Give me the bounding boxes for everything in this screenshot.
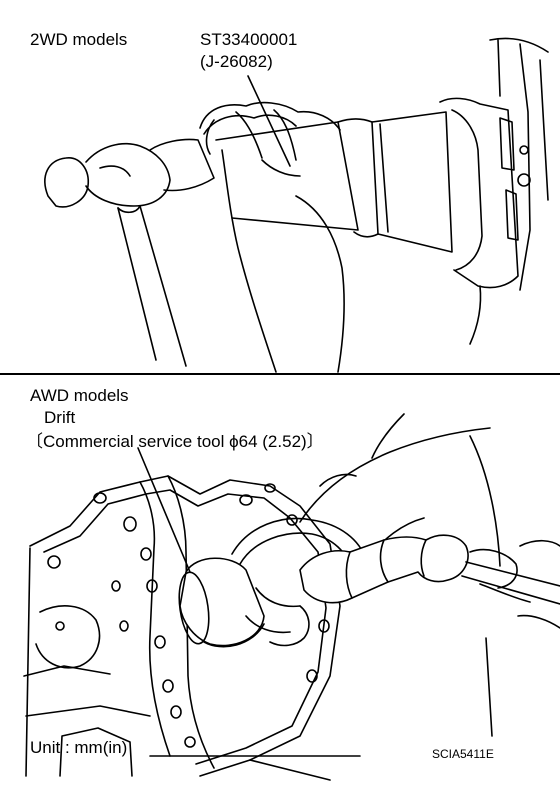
special-tool-st33400001 [215,111,453,253]
leader-line-drift [137,447,191,573]
section-label-awd: AWD models [30,386,129,405]
hand-2wd [199,101,345,373]
section-label-2wd: 2WD models [30,30,128,49]
illustration-2wd [44,37,549,373]
panel-awd: AWD models Drift 〔Commercial service too… [0,376,560,788]
hammer-handle [117,205,187,367]
hammer-head [44,138,215,208]
case-housing-awd [23,475,341,781]
leader-line-st33400001 [247,75,291,167]
hammer-head-awd [299,534,469,604]
figure-code: SCIA5411E [432,747,494,761]
drift-tool [178,557,265,648]
housing-2wd [439,37,549,345]
diameter-symbol: ϕ [229,432,239,451]
section-divider [0,373,560,375]
hammer-handle-awd [461,435,560,737]
tool-spec-prefix: 〔Commercial service tool [26,432,230,451]
tool-number-label: ST33400001 [200,30,298,49]
tool-alt-number-label: (J-26082) [200,52,273,71]
commercial-tool-spec: 〔Commercial service tool ϕ64 (2.52)〕 [26,432,324,452]
unit-note: Unit : mm(in) [30,738,128,757]
illustration-awd [23,413,560,781]
panel-2wd: 2WD models ST33400001 (J-26082) [0,0,560,374]
tool-spec-value: 64 (2.52)〕 [238,432,324,451]
drift-label: Drift [44,408,76,427]
